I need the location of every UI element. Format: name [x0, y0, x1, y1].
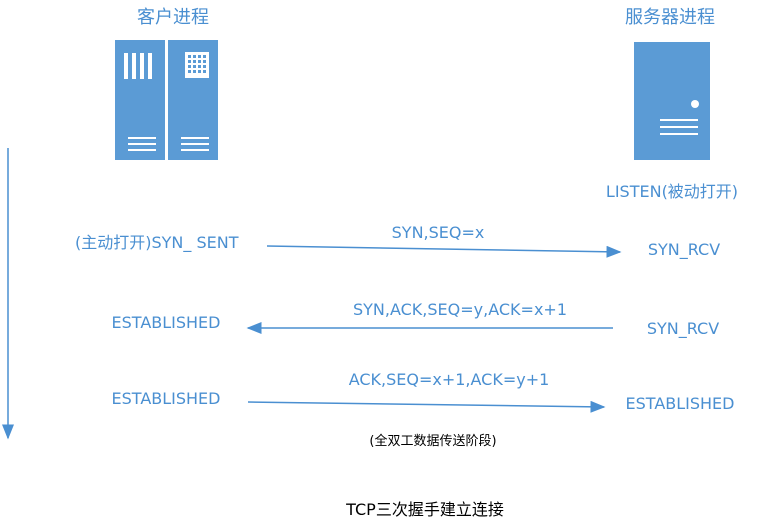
server-state-syn-rcv-1: SYN_RCV — [648, 240, 720, 260]
client-state-syn-sent: (主动打开)SYN_ SENT — [75, 233, 239, 253]
server-title: 服务器进程 — [625, 7, 715, 28]
client-title: 客户进程 — [137, 7, 209, 28]
server-state-syn-rcv-2: SYN_RCV — [647, 319, 719, 339]
client-server-cabinet-icon — [115, 40, 218, 160]
message-ack: ACK,SEQ=x+1,ACK=y+1 — [349, 370, 550, 389]
arrow-client-to-server-ack — [247, 400, 606, 413]
message-syn: SYN,SEQ=x — [392, 223, 485, 242]
arrow-client-to-server-syn — [266, 245, 622, 258]
server-state-established: ESTABLISHED — [626, 394, 735, 413]
client-state-established-2: ESTABLISHED — [112, 389, 221, 408]
server-listen-state: LISTEN(被动打开) — [606, 182, 738, 201]
client-state-established-1: ESTABLISHED — [112, 313, 221, 332]
diagram-caption: TCP三次握手建立连接 — [345, 500, 504, 519]
phase-note: (全双工数据传送阶段) — [369, 433, 496, 449]
server-tower-icon — [634, 42, 710, 160]
message-syn-ack: SYN,ACK,SEQ=y,ACK=x+1 — [353, 300, 567, 319]
